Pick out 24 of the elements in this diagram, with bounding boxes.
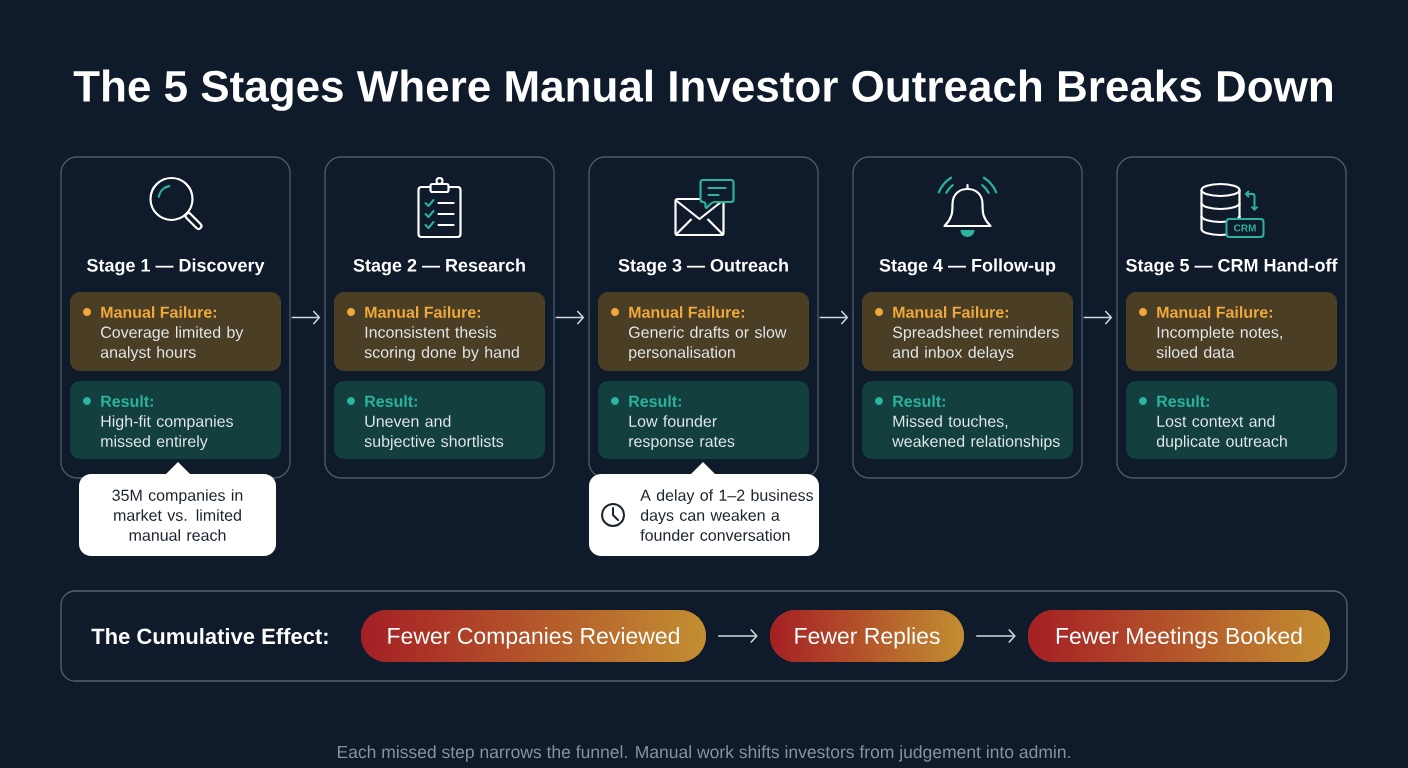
effect-pill: Fewer Companies Reviewed xyxy=(361,610,706,662)
arrow xyxy=(290,310,321,325)
result-box: Result: Missed touches, weakened relationships xyxy=(862,381,1073,459)
effect-pill: Fewer Meetings Booked xyxy=(1028,610,1330,662)
failure-box: Manual Failure: Incomplete notes, siloed data xyxy=(1126,292,1337,371)
failure-box: Manual Failure: Inconsistent thesis scoring done by hand xyxy=(334,292,545,371)
arrow xyxy=(975,628,1016,644)
result-box: Result: Lost context and duplicate outreach xyxy=(1126,381,1337,459)
failure-box: Manual Failure: Coverage limited by analyst hours xyxy=(70,292,281,371)
caption: Each missed step narrows the funnel. Manual work shifts investors from judgement into admin. xyxy=(337,745,1070,762)
result-box: Result: High-fit companies missed entirely xyxy=(70,381,281,459)
result-box: Result: Uneven and subjective shortlists xyxy=(334,381,545,459)
result-box: Result: Low founder response rates xyxy=(598,381,809,459)
callout-bubble: A delay of 1–2 business days can weaken a founder conversation xyxy=(589,462,819,556)
failure-box: Manual Failure: Generic drafts or slow personalisation xyxy=(598,292,809,371)
arrow xyxy=(818,310,849,325)
icon-tag: CRM xyxy=(1225,218,1265,238)
failure-box: Manual Failure: Spreadsheet reminders and inbox delays xyxy=(862,292,1073,371)
effect-pill: Fewer Replies xyxy=(770,610,964,662)
arrow xyxy=(717,628,758,644)
callout-bubble: 35M companies in market vs. limited manual reach xyxy=(79,462,276,556)
title: The 5 Stages Where Manual Investor Outreach Breaks Down xyxy=(73,69,1332,111)
arrow xyxy=(554,310,585,325)
arrow xyxy=(1082,310,1113,325)
